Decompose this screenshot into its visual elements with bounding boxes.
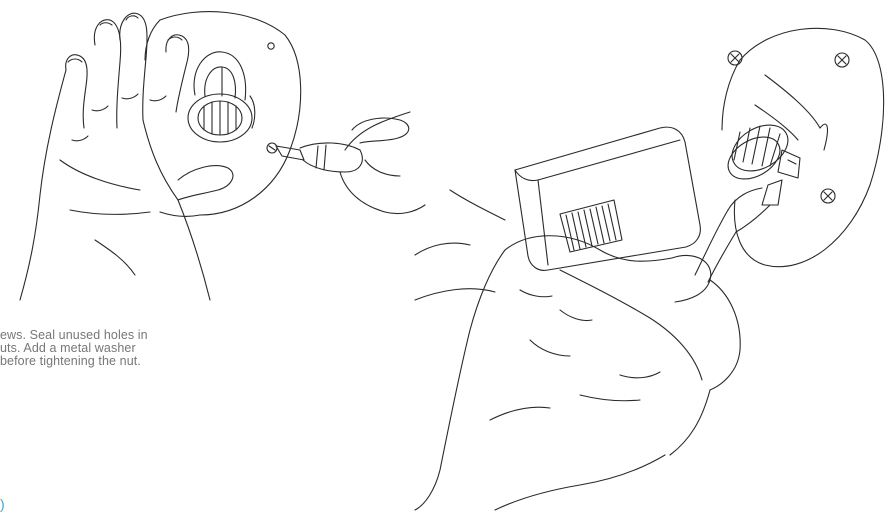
caption-line-3: before tightening the nut. (0, 355, 240, 368)
camera-mount-illustration (410, 0, 885, 513)
accent-bracket-icon: ) (0, 496, 10, 513)
mount-plate-illustration (0, 0, 430, 320)
instruction-caption: ews. Seal unused holes in uts. Add a met… (0, 329, 240, 368)
